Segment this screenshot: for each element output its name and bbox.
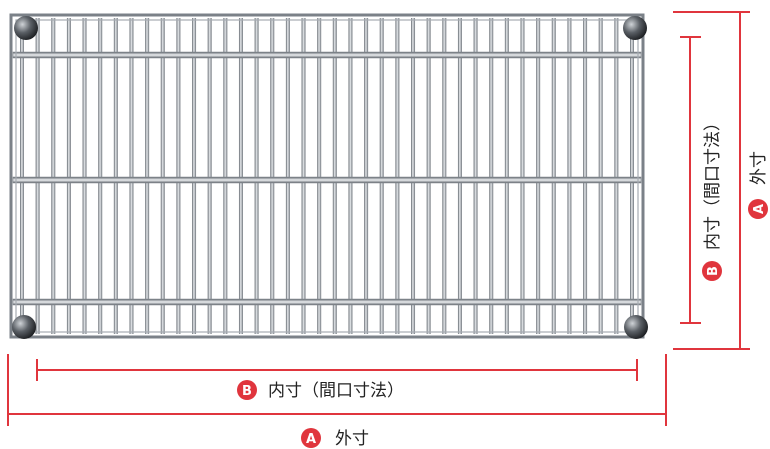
outer-width-badge-letter: A [306,432,316,447]
shelf-wire [66,18,71,334]
outer-depth-badge [748,199,768,219]
shelf-wire [207,18,212,334]
outer-depth-dimension: A 外寸 [673,11,769,350]
shelf-wire [536,18,541,334]
shelf-wire [317,18,322,334]
inner-depth-badge [702,261,722,281]
inner-width-label: 内寸（間口寸法） [268,381,404,401]
shelf-wire [551,18,556,334]
shelf-wire [457,18,462,334]
shelf-wire [504,18,509,334]
inner-width-badge-letter: B [242,384,252,399]
shelf-wire [223,18,228,334]
shelf-wire [285,18,290,334]
shelf-wire [51,18,56,334]
shelf-wire [301,18,306,334]
shelf-wire [379,18,384,334]
shelf-cross-bar [12,298,642,306]
inner-width-dimension: B 内寸（間口寸法） [36,359,638,401]
shelf-wire [364,18,369,334]
inner-width-badge [237,380,257,400]
shelf-longitudinal-wires [20,18,634,334]
shelf-wire [192,18,197,334]
shelf-wire [254,18,259,334]
shelf-wire [270,18,275,334]
corner-post-top-left [14,16,38,40]
corner-post-bottom-right [624,315,648,339]
corner-post-bottom-left [12,315,36,339]
shelf-cross-bars [12,51,642,306]
shelf-wire [348,18,353,334]
shelf-wire [332,18,337,334]
shelf-wire [598,18,603,334]
outer-depth-badge-letter: A [752,204,767,214]
shelf-wire [35,18,40,334]
shelf-wire [520,18,525,334]
inner-depth-label: 内寸（間口寸法） [703,114,723,250]
shelf-wire [395,18,400,334]
shelf-wire [20,18,24,334]
shelf-cross-bar [12,176,642,184]
shelf-wire [129,18,134,334]
shelf-wire [489,18,494,334]
shelf-frame [9,13,645,339]
inner-depth-dimension: B 内寸（間口寸法） [680,36,723,324]
outer-width-dimension: A 外寸 [7,354,667,449]
shelf-frame-inner [15,19,639,333]
shelf-wire [583,18,588,334]
wire-shelf [9,13,648,339]
shelf-wire [630,18,634,334]
shelf-wire [98,18,103,334]
outer-width-label: 外寸 [335,429,369,449]
shelf-wire [113,18,118,334]
outer-width-badge [301,428,321,448]
inner-depth-badge-letter: B [706,266,721,276]
outer-depth-label: 外寸 [749,151,769,185]
shelf-wire [160,18,165,334]
shelf-wire [442,18,447,334]
shelf-wire [567,18,572,334]
shelf-wire [614,18,619,334]
shelf-wire [411,18,416,334]
shelf-wire [426,18,431,334]
shelf-cross-bar [12,51,642,59]
shelf-wire [473,18,478,334]
shelf-wire [145,18,150,334]
shelf-wire [238,18,243,334]
shelf-wire [82,18,87,334]
corner-post-top-right [623,16,647,40]
shelf-wire [176,18,181,334]
